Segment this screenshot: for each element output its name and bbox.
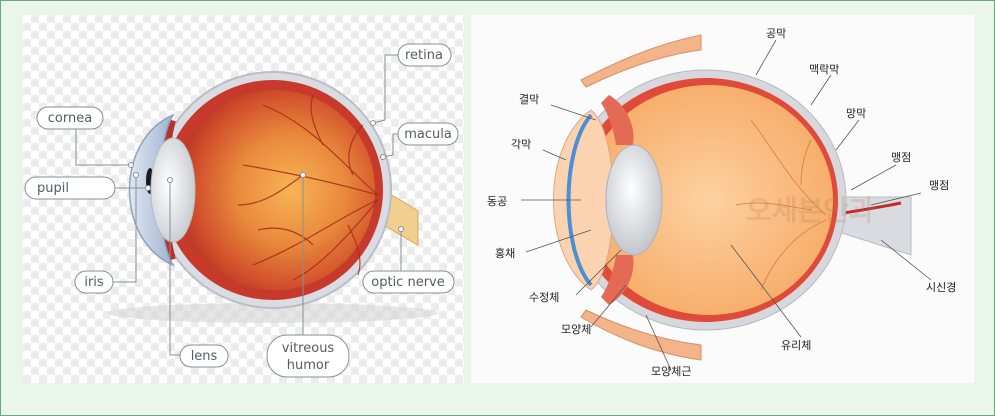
svg-text:iris: iris (84, 275, 104, 290)
label-sclera: 공막 (766, 27, 786, 40)
label-lens-kr: 수정체 (529, 291, 559, 304)
svg-text:lens: lens (191, 349, 218, 364)
ciliary-body-bottom (601, 255, 634, 305)
label-pupil-kr: 동공 (487, 195, 507, 208)
label-lens: lens (179, 344, 229, 368)
leader-lines-kr (521, 39, 932, 371)
korean-eye-svg: 오세본안과 결막 각막 동공 홍채 (487, 27, 956, 378)
eye-shadow (108, 303, 438, 323)
english-eye-svg: cornea pupil iris lens vitreous humor (24, 43, 459, 378)
label-cornea: cornea (36, 106, 104, 130)
label-retina-kr: 망막 (846, 107, 866, 120)
svg-text:vitreous: vitreous (282, 341, 335, 356)
label-cornea-kr: 각막 (511, 138, 531, 151)
ciliary-body-top (601, 95, 634, 145)
svg-text:humor: humor (287, 358, 330, 373)
label-optic-nerve: optic nerve (362, 270, 455, 294)
svg-text:retina: retina (405, 48, 443, 63)
retinal-vessels (735, 119, 827, 291)
lens-shape-kr (605, 144, 663, 256)
label-vitreous-humor: vitreous humor (266, 334, 350, 378)
label-vitreous-kr: 유리체 (781, 339, 811, 352)
svg-text:cornea: cornea (48, 111, 92, 126)
lower-eyelid-shape (580, 309, 702, 361)
label-blind-spot-1: 맹점 (891, 151, 911, 164)
label-optic-nerve-kr: 시신경 (926, 281, 956, 294)
upper-eyelid-shape (580, 34, 702, 88)
watermark: 오세본안과 (746, 194, 875, 227)
anterior-chamber (553, 109, 614, 291)
label-iris: iris (74, 270, 114, 294)
korean-eye-diagram: 오세본안과 결막 각막 동공 홍채 (471, 15, 974, 383)
label-conjunctiva: 결막 (519, 93, 539, 106)
vitreous-shape-kr (585, 85, 833, 315)
vitreous-shape (175, 90, 375, 290)
label-macula: macula (397, 122, 459, 146)
svg-text:pupil: pupil (37, 181, 69, 196)
label-iris-kr: 홍채 (495, 246, 515, 260)
label-ciliary-muscle: 모양체근 (651, 365, 691, 378)
leader-lines (75, 54, 404, 356)
label-blind-spot-2: 맹점 (929, 179, 949, 192)
blood-vessels (237, 94, 379, 281)
svg-text:macula: macula (404, 127, 452, 142)
svg-text:optic nerve: optic nerve (371, 275, 444, 290)
label-retina: retina (397, 43, 452, 67)
english-eye-diagram: cornea pupil iris lens vitreous humor (23, 15, 464, 383)
label-pupil: pupil (24, 176, 116, 200)
label-ciliary-body: 모양체 (561, 323, 591, 336)
lens-shape (150, 137, 196, 243)
label-choroid: 맥락막 (809, 63, 839, 76)
